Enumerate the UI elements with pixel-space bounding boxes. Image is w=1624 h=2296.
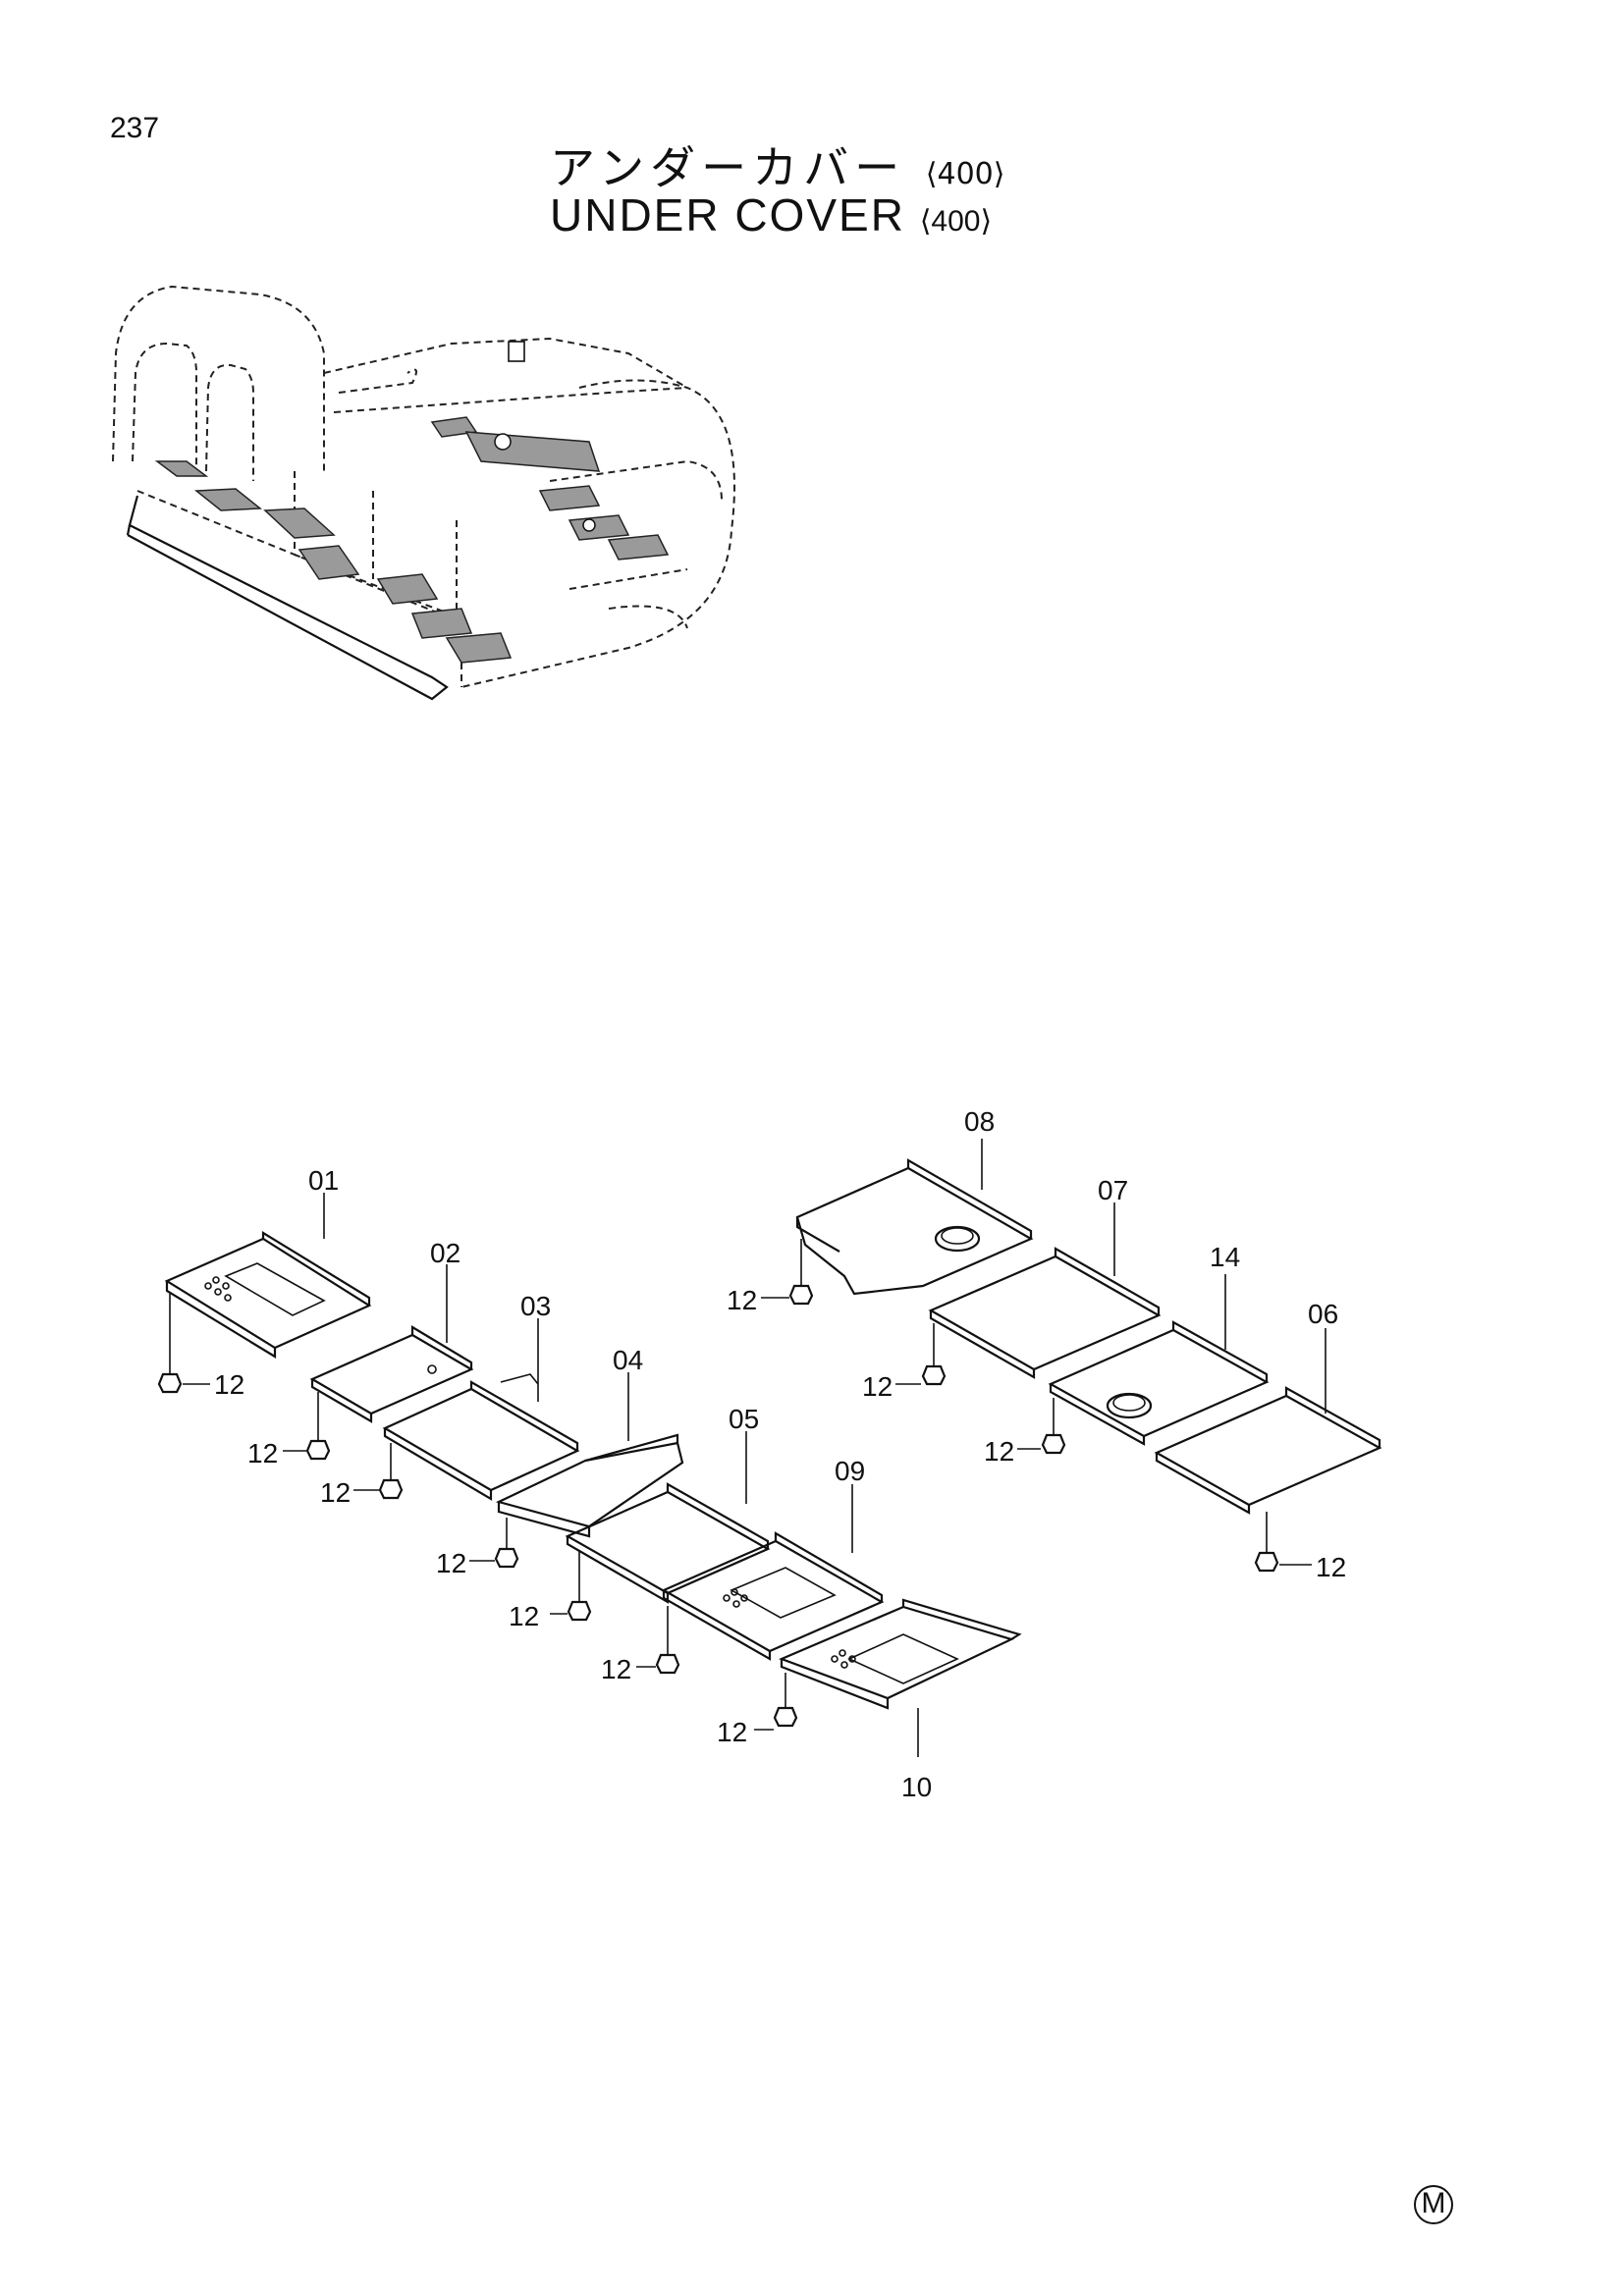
cover-plate-03 xyxy=(382,1373,580,1501)
cover-plate-10 xyxy=(779,1598,1022,1710)
cover-plate-01 xyxy=(164,1231,372,1359)
bolt-f xyxy=(636,1606,680,1675)
callout-10: 10 xyxy=(901,1772,932,1802)
page-number: 237 xyxy=(110,112,160,144)
callout-bolt: 12 xyxy=(320,1477,351,1508)
callout-01: 01 xyxy=(308,1165,339,1196)
callout-bolt: 12 xyxy=(247,1438,278,1468)
bolt-k xyxy=(1254,1512,1312,1573)
title-japanese: アンダーカバー ⟨400⟩ xyxy=(550,133,1004,197)
bolt-j xyxy=(1017,1398,1066,1455)
machine-overview xyxy=(112,285,735,701)
callout-bolt: 12 xyxy=(717,1717,747,1747)
callout-bolt: 12 xyxy=(214,1369,244,1400)
callout-08: 08 xyxy=(964,1106,995,1137)
cover-plate-06 xyxy=(1154,1386,1382,1515)
cover-plate-07 xyxy=(928,1247,1162,1379)
bolt-b xyxy=(283,1392,331,1461)
callout-bolt: 12 xyxy=(862,1371,893,1402)
cover-plate-02 xyxy=(309,1325,474,1423)
callout-bolt: 12 xyxy=(984,1436,1014,1467)
title-jp-text: アンダーカバー xyxy=(550,141,906,194)
callout-14: 14 xyxy=(1210,1242,1240,1272)
cover-plate-08 xyxy=(795,1158,1034,1296)
maker-mark: M xyxy=(1414,2185,1453,2224)
bolt-c xyxy=(353,1443,404,1500)
callout-02: 02 xyxy=(430,1238,460,1268)
callout-bolt: 12 xyxy=(436,1548,466,1578)
bolt-h xyxy=(761,1239,814,1306)
bolt-e xyxy=(550,1551,592,1622)
title-jp-code: ⟨400⟩ xyxy=(925,157,1005,191)
callout-09: 09 xyxy=(835,1456,865,1486)
callout-bolt: 12 xyxy=(1316,1552,1346,1582)
callout-labels: 01 02 03 04 05 09 10 08 07 14 06 12 12 1… xyxy=(214,1106,1346,1802)
callout-03: 03 xyxy=(520,1291,551,1321)
cover-plate-14 xyxy=(1048,1320,1270,1446)
callout-bolt: 12 xyxy=(727,1285,757,1315)
callout-07: 07 xyxy=(1098,1175,1128,1205)
title-en-text: UNDER COVER xyxy=(550,189,905,240)
callout-05: 05 xyxy=(729,1404,759,1434)
cover-plate-09 xyxy=(661,1531,885,1661)
bolt-g xyxy=(754,1673,798,1731)
cover-plate-05 xyxy=(565,1482,771,1604)
bolts xyxy=(157,1239,1312,1731)
callout-bolt: 12 xyxy=(601,1654,631,1684)
leader-lines xyxy=(323,1139,1326,1757)
bolt-a xyxy=(157,1294,210,1394)
title-en-code: ⟨400⟩ xyxy=(919,205,993,238)
callout-04: 04 xyxy=(613,1345,643,1375)
bolt-d xyxy=(469,1518,519,1569)
callout-06: 06 xyxy=(1308,1299,1338,1329)
bolt-i xyxy=(895,1323,947,1386)
cover-plate-04 xyxy=(495,1433,684,1538)
callout-bolt: 12 xyxy=(509,1601,539,1631)
title-english: UNDER COVER ⟨400⟩ xyxy=(550,188,992,241)
